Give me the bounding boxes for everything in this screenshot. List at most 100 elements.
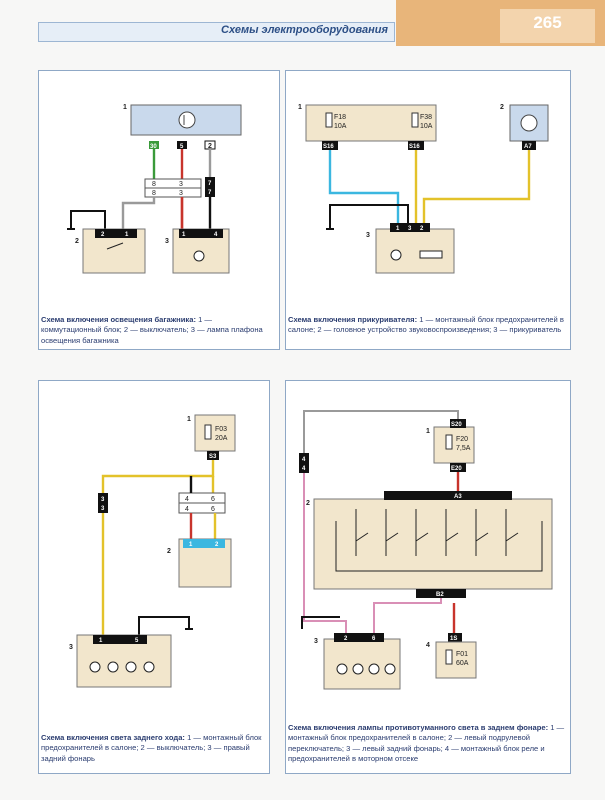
conn-3-top: 3 [101, 497, 105, 503]
fuse-f38-name: F38 [420, 114, 432, 121]
header-bar [38, 22, 395, 42]
lamp-icon [89, 661, 101, 673]
switch-block-1 [130, 104, 242, 136]
caption-fog: Схема включения лампы противотуманного с… [288, 723, 566, 765]
lamp-icon [390, 249, 402, 261]
label-comp1: 1 [187, 416, 191, 423]
page-number: 265 [533, 13, 562, 32]
fuse-f38-rating: 10A [420, 123, 433, 130]
block-b2: B2 [436, 592, 444, 598]
tag-e20: E20 [451, 466, 462, 472]
conn-8-bottom: 8 [152, 190, 156, 197]
label-comp2: 2 [306, 500, 310, 507]
sw-pin-2: 2 [215, 542, 219, 548]
caption-reverse-title: Схема включения света заднего хода: [41, 733, 185, 742]
lamp-icon [384, 663, 396, 675]
label-comp1: 1 [298, 104, 302, 111]
fuse-f18-name: F18 [334, 114, 346, 121]
conn-4-top: 4 [185, 496, 189, 503]
fuse-f01-name: F01 [456, 651, 468, 658]
sw-pin-1: 1 [189, 542, 193, 548]
tag-s3: S3 [209, 454, 217, 460]
lamp-icon [143, 661, 155, 673]
conn-3-top: 3 [179, 181, 183, 188]
diagram-reverse-light: 1 F03 20A S3 3 3 4 4 6 6 1 2 2 [38, 380, 270, 774]
conn-7-top: 7 [208, 181, 212, 187]
sw-pin-2: 2 [101, 232, 105, 238]
diagram-trunk-light: 1 30 5 2 8 8 3 3 7 7 2 1 2 [38, 70, 280, 350]
caption-lighter-title: Схема включения прикуривателя: [288, 315, 418, 324]
tag-1s: 1S [450, 636, 457, 642]
transistor-icon [520, 114, 538, 132]
switch-contacts [335, 509, 543, 572]
fuse-f20-rating: 7,5A [456, 445, 471, 452]
diagram-lighter: 1 F18 10A F38 10A S16 S16 2 A7 1 3 2 [285, 70, 571, 350]
fog-light-schematic: 1 F20 7,5A S20 E20 4 4 A3 2 B [299, 410, 553, 690]
label-comp2: 2 [167, 548, 171, 555]
pin-1: 1 [396, 226, 400, 232]
section-title: Схемы электрооборудования [221, 24, 388, 36]
fuse-block-1 [194, 414, 236, 452]
lamp-pin-1: 1 [182, 232, 186, 238]
conn-8-top: 8 [152, 181, 156, 188]
rear-lamp-3 [323, 638, 401, 690]
block-a3: A3 [454, 494, 462, 500]
pin-2: 2 [208, 143, 212, 150]
caption-lighter-text: 1 — монтажный блок предохранителей в сал… [288, 315, 564, 335]
lamp-icon [352, 663, 364, 675]
caption-reverse-text: 1 — монтажный блок предохранителей в сал… [41, 733, 262, 763]
sw-pin-1: 1 [125, 232, 129, 238]
lamp-pin-2: 2 [344, 636, 348, 642]
tag-s20: S20 [451, 422, 462, 428]
caption-trunk-text: 1 — коммутационный блок; 2 — выключатель… [41, 315, 263, 345]
diagram-fog-light: 1 F20 7,5A S20 E20 4 4 A3 2 B [285, 380, 571, 774]
conn-3-bottom: 3 [179, 190, 183, 197]
conn-4-top: 4 [302, 457, 306, 463]
conn-6-top: 6 [211, 496, 215, 503]
lamp-pin-4: 4 [214, 232, 218, 238]
relay-fuse-block-4 [435, 641, 477, 679]
conn-6-bottom: 6 [211, 506, 215, 513]
lamp-icon [368, 663, 380, 675]
lamp-icon [107, 661, 119, 673]
label-comp3: 3 [366, 232, 370, 239]
tag-s16-b: S16 [409, 144, 420, 150]
fuse-f20-name: F20 [456, 436, 468, 443]
lamp-icon [336, 663, 348, 675]
caption-trunk: Схема включения освещения багажника: 1 —… [41, 315, 273, 346]
label-comp2: 2 [500, 104, 504, 111]
fuse-f18-rating: 10A [334, 123, 347, 130]
label-comp3: 3 [165, 238, 169, 245]
caption-fog-text: 1 — монтажный блок предохранителей в сал… [288, 723, 565, 764]
fuse-f01-rating: 60A [456, 660, 469, 667]
conn-4-bottom: 4 [302, 466, 306, 472]
label-comp3: 3 [314, 638, 318, 645]
page-number-box [500, 9, 595, 43]
conn-7-bottom: 7 [208, 190, 212, 196]
pin-5: 5 [180, 144, 184, 150]
label-comp2: 2 [75, 238, 79, 245]
column-switch-2 [313, 498, 553, 590]
pin-30: 30 [150, 144, 157, 150]
lamp-pin-6: 6 [372, 636, 376, 642]
caption-lighter: Схема включения прикуривателя: 1 — монта… [288, 315, 566, 336]
fuse-f03-name: F03 [215, 426, 227, 433]
pin-2: 2 [420, 226, 424, 232]
lamp-pin-5: 5 [135, 638, 139, 644]
lamp-pin-1: 1 [99, 638, 103, 644]
lighter-schematic: 1 F18 10A F38 10A S16 S16 2 A7 1 3 2 [298, 104, 549, 274]
heater-coil-icon [419, 250, 443, 259]
caption-trunk-title: Схема включения освещения багажника: [41, 315, 196, 324]
transistor-icon [178, 111, 196, 129]
caption-fog-title: Схема включения лампы противотуманного с… [288, 723, 549, 732]
lamp-icon [193, 250, 205, 262]
tag-s16-a: S16 [323, 144, 334, 150]
trunk-light-schematic: 1 30 5 2 8 8 3 3 7 7 2 1 2 [67, 104, 242, 274]
label-comp4: 4 [426, 642, 430, 649]
label-comp3: 3 [69, 644, 73, 651]
caption-reverse: Схема включения света заднего хода: 1 — … [41, 733, 265, 764]
reverse-light-schematic: 1 F03 20A S3 3 3 4 4 6 6 1 2 2 [69, 414, 236, 688]
pin-3: 3 [408, 226, 412, 232]
label-comp1: 1 [123, 104, 127, 111]
